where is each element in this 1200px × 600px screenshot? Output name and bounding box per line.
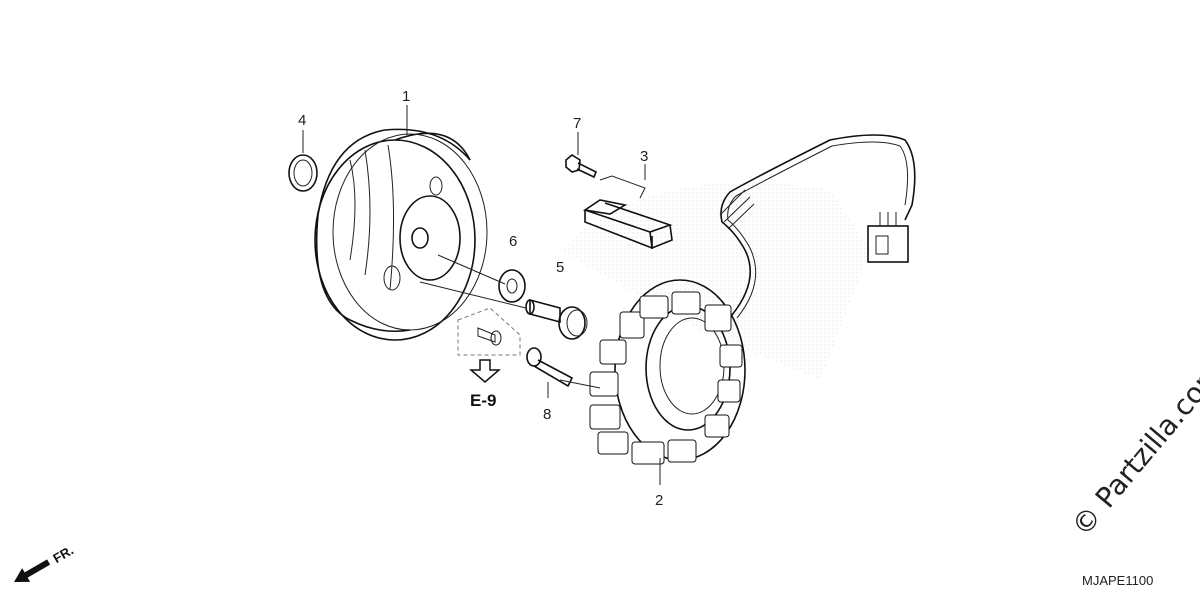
flange-bolt-part[interactable] [525,298,588,340]
reference-arrow-icon [468,359,502,383]
wire-harness [719,134,916,319]
bracket-part[interactable] [582,175,673,250]
callout-6: 6 [509,233,517,250]
stator-part[interactable] [589,279,746,465]
front-marker: FR. [14,542,76,582]
callout-1: 1 [402,88,410,105]
callout-8: 8 [543,406,551,423]
callout-4: 4 [298,112,306,129]
flywheel-part[interactable] [314,128,488,341]
reference-box [457,307,521,356]
background-logo [560,182,870,380]
diagram-code: MJAPE1100 [1082,573,1153,588]
washer-part[interactable] [498,269,526,303]
callout-5: 5 [556,259,564,276]
o-ring-part[interactable] [288,154,318,192]
callout-2: 2 [655,492,663,509]
callout-7: 7 [573,115,581,132]
screw-part[interactable] [526,347,574,388]
reference-label: E-9 [470,391,496,410]
front-marker-label: FR. [50,542,76,565]
leader-lines [302,105,661,485]
callout-3: 3 [640,148,648,165]
small-bolt-part[interactable] [565,154,598,179]
watermark: © Partzilla.com [1065,356,1200,543]
